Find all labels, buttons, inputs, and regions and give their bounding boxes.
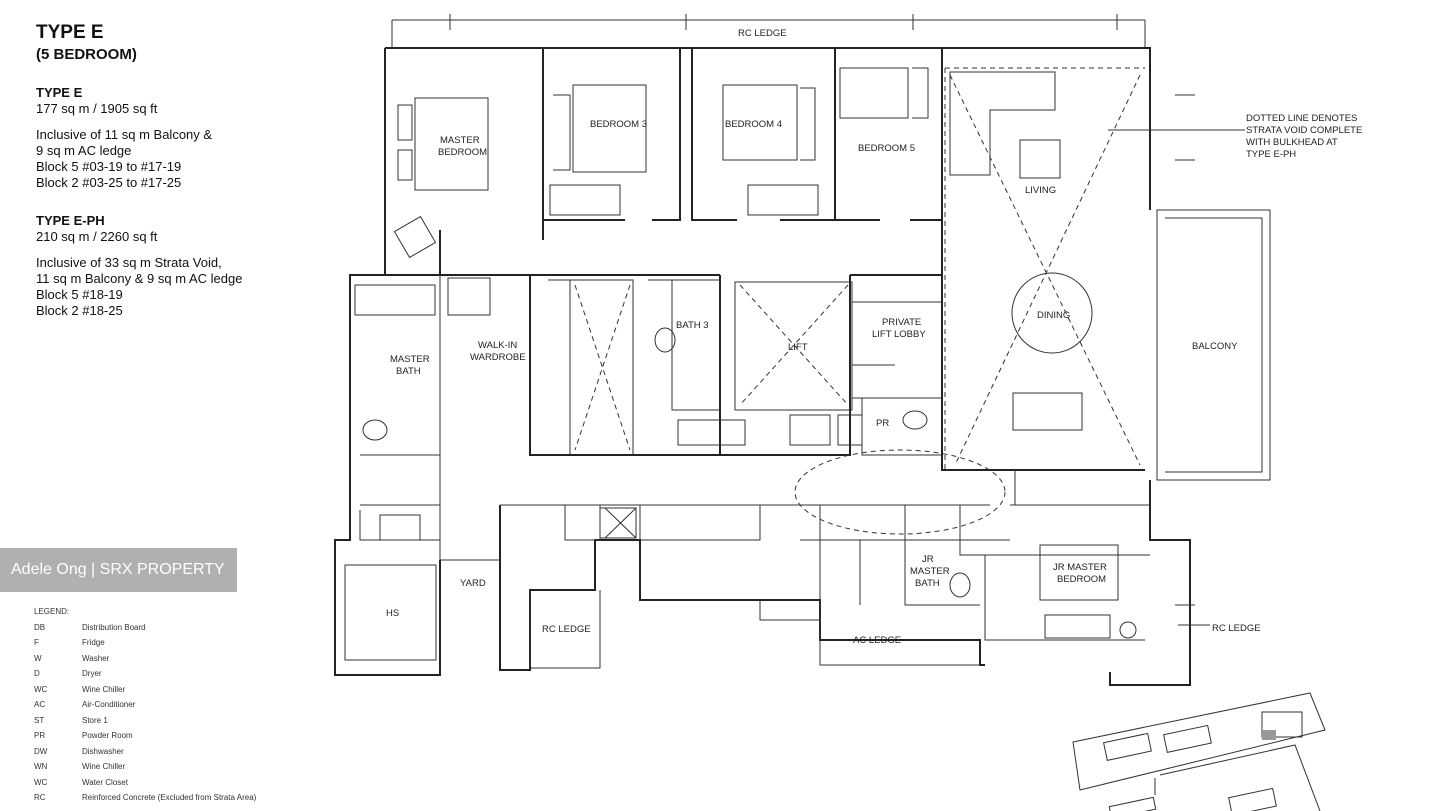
legend-code: RC (34, 793, 46, 803)
type-eph-line: Block 2 #18-25 (36, 303, 123, 318)
legend-label: Dryer (82, 669, 102, 679)
legend-code: AC (34, 700, 46, 710)
legend-label: Reinforced Concrete (Excluded from Strat… (82, 793, 257, 803)
label-jr-master-bath-2: MASTER (910, 566, 950, 577)
legend-code: WN (34, 762, 48, 772)
watermark: Adele Ong | SRX PROPERTY (0, 548, 237, 592)
legend-item: WN Wine Chiller (34, 759, 256, 775)
label-rc-ledge-top: RC LEDGE (738, 28, 787, 39)
label-private-lift-lobby-2: LIFT LOBBY (872, 329, 926, 340)
strata-void-outline (944, 67, 1145, 470)
label-walkin-2: WARDROBE (470, 352, 526, 363)
type-e-line: Block 5 #03-19 to #17-19 (36, 159, 182, 174)
type-e-heading: TYPE E (36, 85, 83, 100)
legend-code: PR (34, 731, 46, 741)
legend-label: Air-Conditioner (82, 700, 136, 710)
void-note-2: STRATA VOID COMPLETE (1246, 125, 1362, 136)
legend-label: Fridge (82, 638, 105, 648)
label-bedroom-4: BEDROOM 4 (725, 119, 782, 130)
label-private-lift-lobby: PRIVATE (882, 317, 921, 328)
label-ac-ledge: AC LEDGE (853, 635, 901, 646)
legend-title: LEGEND: (34, 607, 70, 617)
label-lift: LIFT (788, 342, 808, 353)
type-e-section: TYPE E 177 sq m / 1905 sq ft Inclusive o… (36, 85, 326, 191)
legend-label: Dishwasher (82, 746, 124, 756)
legend-item: W Washer (34, 651, 256, 667)
legend-code: DB (34, 622, 46, 632)
type-e-line: Block 2 #03-25 to #17-25 (36, 175, 182, 190)
label-jr-master-bedroom-2: BEDROOM (1057, 574, 1106, 585)
legend-label: Wine Chiller (82, 762, 126, 772)
void-note-4: TYPE E-PH (1246, 149, 1296, 160)
legend-item: DB Distribution Board (34, 620, 256, 636)
legend-item: AC Air-Conditioner (34, 697, 256, 713)
label-master-bedroom: MASTER (440, 135, 480, 146)
type-e-area: 177 sq m / 1905 sq ft (36, 101, 158, 116)
legend-code: D (34, 669, 40, 679)
unit-info-panel: TYPE E (5 BEDROOM) TYPE E 177 sq m / 190… (36, 22, 326, 319)
legend-code: WC (34, 684, 48, 694)
site-key-plan (1072, 692, 1326, 811)
legend-label: Wine Chiller (82, 684, 126, 694)
legend-item: D Dryer (34, 666, 256, 682)
label-pr: PR (876, 418, 889, 429)
legend-item: PR Powder Room (34, 728, 256, 744)
label-master-bedroom-2: BEDROOM (438, 147, 487, 158)
label-jr-master-bedroom: JR MASTER (1053, 562, 1107, 573)
label-master-bath: MASTER (390, 354, 430, 365)
type-e-line: Inclusive of 11 sq m Balcony & (36, 127, 213, 142)
label-rc-ledge-right: RC LEDGE (1212, 623, 1261, 634)
label-hs: HS (386, 608, 399, 619)
label-bath-3: BATH 3 (676, 320, 709, 331)
void-note: DOTTED LINE DENOTES (1246, 113, 1357, 124)
legend-item: ST Store 1 (34, 713, 256, 729)
legend-item: RC Reinforced Concrete (Excluded from Str… (34, 790, 256, 806)
legend-label: Water Closet (82, 777, 128, 787)
legend-code: WC (34, 777, 48, 787)
legend-code: DW (34, 746, 48, 756)
legend-item: WC Water Closet (34, 775, 256, 791)
type-eph-line: Inclusive of 33 sq m Strata Void, (36, 255, 222, 270)
label-walkin: WALK-IN (478, 340, 517, 351)
legend-item: DW Dishwasher (34, 744, 256, 760)
unit-type-title: TYPE E (36, 22, 104, 43)
unit-type-subtitle: (5 BEDROOM) (36, 46, 137, 63)
label-jr-master-bath: JR (922, 554, 934, 565)
legend-label: Distribution Board (82, 622, 146, 632)
type-e-line: 9 sq m AC ledge (36, 143, 132, 158)
label-balcony: BALCONY (1192, 341, 1238, 352)
furniture (344, 67, 1137, 661)
legend-label: Store 1 (82, 715, 108, 725)
legend-item: WC Wine Chiller (34, 682, 256, 698)
void-note-3: WITH BULKHEAD AT (1246, 137, 1338, 148)
type-eph-line: 11 sq m Balcony & 9 sq m AC ledge (36, 271, 243, 286)
legend-code: ST (34, 715, 45, 725)
label-master-bath-2: BATH (396, 366, 421, 377)
label-bedroom-3: BEDROOM 3 (590, 119, 647, 130)
label-living: LIVING (1025, 185, 1056, 196)
legend-item: F Fridge (34, 635, 256, 651)
type-eph-heading: TYPE E-PH (36, 213, 105, 228)
type-eph-section: TYPE E-PH 210 sq m / 2260 sq ft Inclusiv… (36, 213, 326, 319)
label-rc-ledge-bottom: RC LEDGE (542, 624, 591, 635)
type-eph-area: 210 sq m / 2260 sq ft (36, 229, 158, 244)
type-eph-line: Block 5 #18-19 (36, 287, 123, 302)
legend-code: W (34, 653, 42, 663)
walls (334, 14, 1271, 686)
legend-label: Powder Room (82, 731, 133, 741)
label-bedroom-5: BEDROOM 5 (858, 143, 915, 154)
legend-label: Washer (82, 653, 110, 663)
label-jr-master-bath-3: BATH (915, 578, 940, 589)
legend-code: F (34, 638, 39, 648)
label-yard: YARD (460, 578, 486, 589)
label-dining: DINING (1037, 310, 1070, 321)
